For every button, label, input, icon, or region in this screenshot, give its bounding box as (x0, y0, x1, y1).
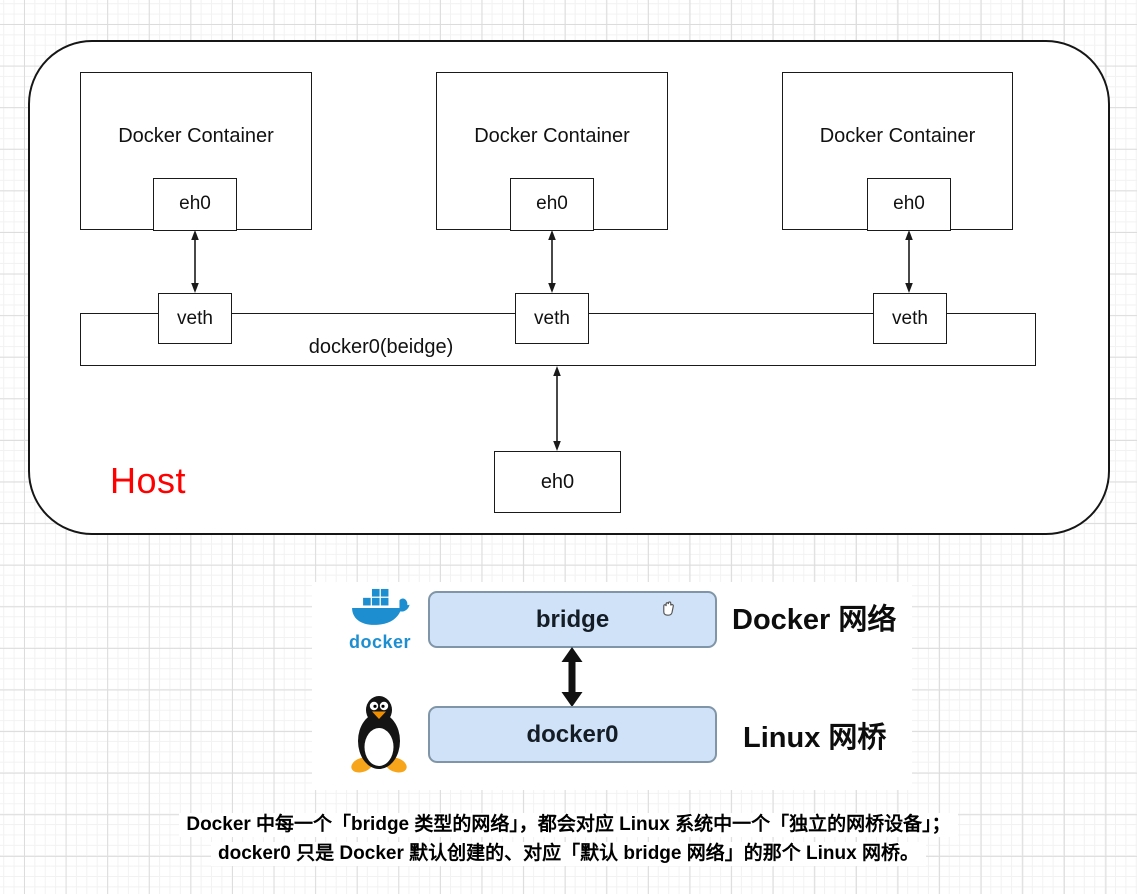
container-eth-box: eh0 (153, 177, 237, 231)
container-eth-label: eh0 (893, 193, 925, 214)
docker-wordmark: docker (348, 632, 412, 652)
bridge-network-box: bridge (428, 591, 717, 648)
host-eth-box: eh0 (494, 451, 621, 513)
hand-cursor-icon (663, 601, 674, 616)
linux-tux-icon (351, 696, 407, 773)
container-eth-box: eh0 (510, 177, 594, 231)
container-eth-label: eh0 (179, 193, 211, 214)
docker-network-caption: Docker 网络 (732, 604, 897, 636)
docker-container-box-1: Docker Container eh0 (80, 72, 312, 231)
caption-line-2-text: docker0 只是 Docker 默认创建的、对应「默认 bridge 网络」… (211, 842, 926, 866)
veth-box-1: veth (158, 293, 232, 344)
caption-line-1: Docker 中每一个「bridge 类型的网络」，都会对应 Linux 系统中… (0, 813, 1137, 837)
veth-box-3: veth (873, 293, 947, 344)
container-eth-box: eh0 (867, 177, 951, 231)
docker-linux-mapping-panel: docker bridge Docker 网络 docker0 Linux 网桥 (312, 582, 912, 790)
veth-label: veth (534, 307, 570, 329)
bridge-docker0-arrow (561, 647, 583, 707)
docker-container-label: Docker Container (474, 125, 630, 147)
host-eth-label: eh0 (540, 470, 575, 493)
docker0-bridge-box: docker0 (428, 706, 717, 763)
veth-label: veth (177, 307, 213, 329)
veth-box-2: veth (515, 293, 589, 344)
docker-container-label: Docker Container (118, 125, 274, 147)
docker-logo: docker (338, 586, 422, 653)
docker-whale-icon (352, 588, 410, 625)
eth-veth-arrow-3 (905, 230, 913, 293)
docker0-bridge-label: docker0(beidge) (308, 336, 454, 358)
docker0-bridge-box-label: docker0 (526, 720, 619, 748)
bridge-hosteth-arrow (553, 366, 561, 451)
eth-veth-arrow-2 (548, 230, 556, 293)
docker-container-box-3: Docker Container eh0 (782, 72, 1013, 231)
veth-label: veth (892, 307, 928, 329)
docker-container-box-2: Docker Container eh0 (436, 72, 668, 231)
container-eth-label: eh0 (536, 193, 568, 214)
caption-line-2: docker0 只是 Docker 默认创建的、对应「默认 bridge 网络」… (0, 842, 1137, 866)
host-title: Host (110, 460, 187, 501)
caption-line-1-text: Docker 中每一个「bridge 类型的网络」，都会对应 Linux 系统中… (179, 813, 958, 837)
bridge-network-label: bridge (535, 605, 610, 633)
eth-veth-arrow-1 (191, 230, 199, 293)
docker-container-label: Docker Container (819, 125, 976, 147)
linux-bridge-caption: Linux 网桥 (743, 722, 887, 754)
